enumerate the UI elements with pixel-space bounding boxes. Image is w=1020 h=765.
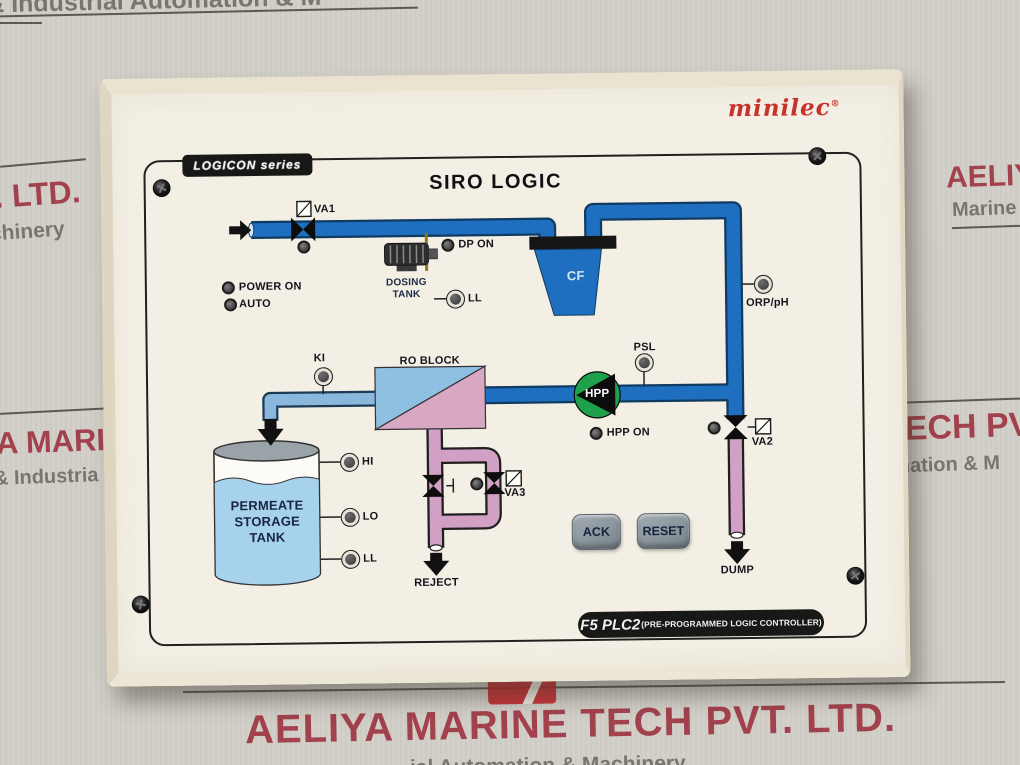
dump-arrow-icon: [724, 541, 751, 565]
process-mimic-diagram: [131, 147, 865, 614]
siro-logic-panel: LOGICON series SIRO LOGIC minilec® VA1 P…: [99, 69, 911, 687]
dump-outlet-cap: [730, 531, 744, 539]
watermark-left-line: [0, 158, 86, 168]
storage-tank-top: [213, 440, 320, 462]
led-hi: [339, 452, 359, 472]
tank-inlet-arrow-icon: [257, 418, 284, 446]
valve-va2-label: VA2: [751, 435, 774, 448]
permeate-pipe: [262, 390, 376, 421]
watermark-left-upper-red: . LTD.: [0, 173, 82, 215]
dosing-pump-motor-icon: [383, 242, 438, 272]
reject-label: REJECT: [414, 576, 459, 590]
power-on-label: POWER ON: [238, 280, 302, 294]
series-badge: LOGICON series: [182, 153, 313, 177]
hpp-pump-label: HPP: [585, 387, 610, 401]
orp-ph-label: ORP/pH: [746, 296, 789, 310]
ki-label: KI: [313, 352, 326, 365]
ro-block-reject-side: [373, 365, 487, 431]
model-number: F5 PLC2: [580, 615, 641, 634]
reject-arrow-icon: [423, 552, 450, 576]
valve-va1-icon: [291, 200, 316, 242]
reject-outlet-cap: [429, 544, 443, 552]
hpp-on-label: HPP ON: [606, 426, 650, 439]
watermark-company-name: AELIYA MARINE TECH PVT. LTD.: [244, 695, 897, 753]
valve-manual-reject-icon: [422, 474, 445, 498]
panel-title: SIRO LOGIC: [429, 170, 563, 194]
storage-tank-label-line3: TANK: [249, 529, 286, 546]
hi-label: HI: [361, 455, 374, 468]
led-va2: [707, 420, 721, 435]
led-va3: [469, 476, 483, 490]
led-orp-ph: [753, 274, 773, 294]
cf-funnel: [533, 248, 602, 316]
ro-block-label: RO BLOCK: [399, 354, 460, 368]
watermark-right-upper-line: [951, 224, 1020, 230]
watermark-top-line-2: [0, 22, 42, 24]
dp-on-label: DP ON: [458, 238, 495, 251]
storage-tank-label-line2: STORAGE: [234, 513, 301, 530]
brand-name: minilec: [727, 94, 831, 123]
storage-tank-label: PERMEATE STORAGE TANK: [214, 497, 320, 546]
led-va1: [296, 239, 310, 254]
hpp-pump-impeller: [576, 373, 616, 416]
ack-button[interactable]: ACK: [571, 513, 622, 551]
led-lo: [340, 507, 360, 527]
dump-label: DUMP: [720, 563, 755, 577]
dosing-ll-label: LL: [467, 292, 482, 305]
watermark-left-lower-red: A MARI: [0, 422, 106, 461]
psl-label: PSL: [633, 341, 656, 354]
led-hpp-on: [589, 426, 603, 440]
registered-mark: ®: [830, 99, 841, 110]
led-dp-on: [440, 238, 454, 252]
led-dosing-ll: [445, 288, 465, 309]
lo-label: LO: [362, 510, 379, 523]
auto-label: AUTO: [239, 297, 271, 311]
led-ki: [313, 366, 333, 386]
dosing-tank-label-line2: TANK: [392, 289, 421, 301]
watermark-bottom-gray: ial Automation & Machinery: [410, 752, 686, 765]
reset-button[interactable]: RESET: [636, 512, 691, 550]
watermark-left-lower-gray: & Industria: [0, 464, 99, 490]
storage-tank-label-line1: PERMEATE: [230, 497, 304, 514]
model-description: (PRE-PROGRAMMED LOGIC CONTROLLER): [641, 617, 822, 630]
watermark-left-upper-gray: chinery: [0, 217, 66, 246]
valve-va1-label: VA1: [313, 203, 336, 216]
led-power-on: [221, 280, 235, 294]
tank-ll-label: LL: [363, 552, 378, 565]
dosing-tank-label-line1: DOSING: [385, 276, 427, 289]
watermark-right-upper-red: AELIY: [945, 158, 1020, 195]
valve-va2-icon: [723, 415, 772, 440]
cf-label: CF: [566, 268, 585, 284]
brand-logo: minilec®: [728, 94, 841, 122]
led-auto: [223, 297, 237, 311]
watermark-left-lower-line: [0, 407, 112, 415]
inlet-arrow-icon: [229, 220, 252, 241]
screw-icons: [131, 147, 865, 614]
valve-va3-icon: [483, 470, 523, 495]
model-badge: F5 PLC2 (PRE-PROGRAMMED LOGIC CONTROLLER…: [577, 609, 825, 639]
led-tank-ll: [340, 549, 360, 569]
watermark-right-upper-gray: Marine: [951, 196, 1017, 222]
dosing-tank-label: DOSING TANK: [379, 277, 434, 302]
led-psl: [634, 352, 654, 372]
indicator-stems: [319, 283, 756, 561]
cf-funnel-lid: [529, 235, 617, 250]
storage-tank-water: [213, 476, 321, 586]
valve-va3-label: VA3: [504, 486, 526, 500]
